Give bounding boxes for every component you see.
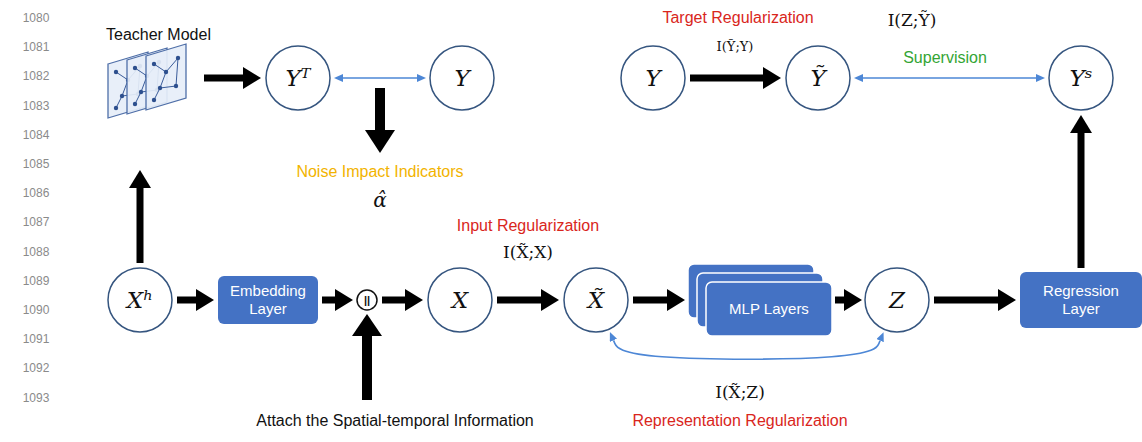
line-number: 1092 bbox=[23, 361, 50, 375]
variable-circle: Xʰ bbox=[107, 267, 173, 333]
line-number: 1087 bbox=[23, 215, 50, 229]
relation-arrow bbox=[343, 77, 417, 79]
layer-box: Regression Layer bbox=[1020, 272, 1142, 328]
annotation-text: Representation Regularization bbox=[632, 412, 847, 430]
node-text: Y bbox=[454, 65, 469, 91]
line-number: 1083 bbox=[23, 99, 50, 113]
line-number: 1089 bbox=[23, 274, 50, 288]
concat-symbol: || bbox=[356, 289, 378, 311]
text-holder: Y bbox=[620, 45, 686, 111]
text-holder: X bbox=[427, 267, 493, 333]
relation-arrow bbox=[613, 340, 880, 359]
annotation-text: I(X̃;X) bbox=[503, 242, 553, 262]
model-label: Teacher Model bbox=[84, 22, 196, 134]
circle-outline bbox=[1049, 46, 1113, 110]
annotation-text: Target Regularization bbox=[662, 9, 813, 27]
line-number: 1093 bbox=[23, 391, 50, 405]
text-holder: Teacher Model bbox=[84, 22, 196, 134]
flow-arrow bbox=[382, 297, 405, 304]
line-number: 1084 bbox=[23, 128, 50, 142]
attach-arrow-head bbox=[352, 314, 382, 336]
variable-circle: Yˢ bbox=[1048, 45, 1114, 111]
text-holder: X̃ bbox=[563, 267, 629, 333]
node-text: Regression Layer bbox=[1028, 282, 1134, 318]
circle-outline bbox=[430, 46, 494, 110]
flow-arrow bbox=[633, 297, 667, 304]
graph-panel bbox=[146, 44, 186, 110]
line-number: 1082 bbox=[23, 69, 50, 83]
layer-box: Embedding Layer bbox=[218, 276, 318, 324]
text-holder: Regression Layer bbox=[1020, 272, 1142, 328]
node-text: Xʰ bbox=[127, 287, 153, 313]
indicator-arrow-shaft bbox=[375, 88, 385, 130]
node-text: Z bbox=[889, 287, 905, 313]
line-number: 1080 bbox=[23, 11, 50, 25]
annotation-text: I(Z;Ỹ) bbox=[888, 10, 937, 30]
variable-circle: Ỹ bbox=[785, 45, 851, 111]
flow-arrow bbox=[835, 297, 844, 304]
text-holder: Z bbox=[864, 267, 930, 333]
node-text: Yᵀ bbox=[286, 65, 311, 91]
annotation-text: Attach the Spatial-temporal Information bbox=[256, 412, 533, 430]
node-text: Teacher Model bbox=[106, 26, 211, 44]
variable-circle: Z bbox=[864, 267, 930, 333]
line-number: 1090 bbox=[23, 303, 50, 317]
annotation-text: Input Regularization bbox=[457, 217, 599, 235]
flow-arrow bbox=[177, 297, 196, 304]
node-text: Y bbox=[645, 65, 660, 91]
variable-circle: Y bbox=[620, 45, 686, 111]
line-number: 1085 bbox=[23, 157, 50, 171]
flow-arrow bbox=[497, 297, 541, 304]
annotation-text: I(X̃;Z) bbox=[715, 382, 765, 402]
indicator-arrow-head bbox=[365, 130, 395, 153]
circle-outline bbox=[786, 46, 850, 110]
line-number: 1081 bbox=[23, 40, 50, 54]
flow-arrow bbox=[137, 188, 144, 263]
node-text: Embedding Layer bbox=[226, 282, 310, 318]
annotation-text: α̂ bbox=[373, 188, 387, 212]
text-holder: MLP Layers bbox=[706, 282, 832, 336]
flow-arrow bbox=[934, 297, 998, 304]
text-holder: || bbox=[356, 289, 378, 311]
circle-outline bbox=[108, 268, 172, 332]
flow-arrow bbox=[1078, 133, 1085, 268]
circle-outline bbox=[357, 290, 377, 310]
attach-arrow-shaft bbox=[362, 335, 372, 400]
variable-circle: X̃ bbox=[563, 267, 629, 333]
circle-outline bbox=[564, 268, 628, 332]
annotation-text: I(Ỹ;Y) bbox=[717, 39, 754, 54]
circle-outline bbox=[865, 268, 929, 332]
circle-outline bbox=[428, 268, 492, 332]
text-holder: Xʰ bbox=[107, 267, 173, 333]
line-number: 1086 bbox=[23, 186, 50, 200]
layer-box bbox=[706, 282, 832, 336]
text-holder: Embedding Layer bbox=[218, 276, 318, 324]
line-number: 1088 bbox=[23, 245, 50, 259]
variable-circle: X bbox=[427, 267, 493, 333]
node-text: X̃ bbox=[588, 287, 604, 313]
line-number: 1091 bbox=[23, 332, 50, 346]
variable-circle: Yᵀ bbox=[265, 45, 331, 111]
layer-stack: MLP Layers bbox=[688, 264, 832, 336]
circle-outline bbox=[266, 46, 330, 110]
relation-arrow bbox=[863, 77, 1036, 79]
node-text: || bbox=[364, 295, 370, 306]
node-text: X bbox=[452, 287, 468, 313]
node-text: Yˢ bbox=[1070, 65, 1093, 91]
text-holder: Yˢ bbox=[1048, 45, 1114, 111]
flow-arrow bbox=[322, 297, 335, 304]
circle-outline bbox=[621, 46, 685, 110]
node-text: MLP Layers bbox=[729, 300, 809, 318]
annotation-text: Noise Impact Indicators bbox=[296, 163, 463, 181]
text-holder: Ỹ bbox=[785, 45, 851, 111]
variable-circle: Y bbox=[429, 45, 495, 111]
flow-arrow bbox=[204, 75, 243, 82]
text-holder: Yᵀ bbox=[265, 45, 331, 111]
text-holder: Y bbox=[429, 45, 495, 111]
node-text: Ỹ bbox=[810, 65, 825, 91]
annotation-text: Supervision bbox=[903, 49, 987, 67]
flow-arrow bbox=[690, 75, 763, 82]
